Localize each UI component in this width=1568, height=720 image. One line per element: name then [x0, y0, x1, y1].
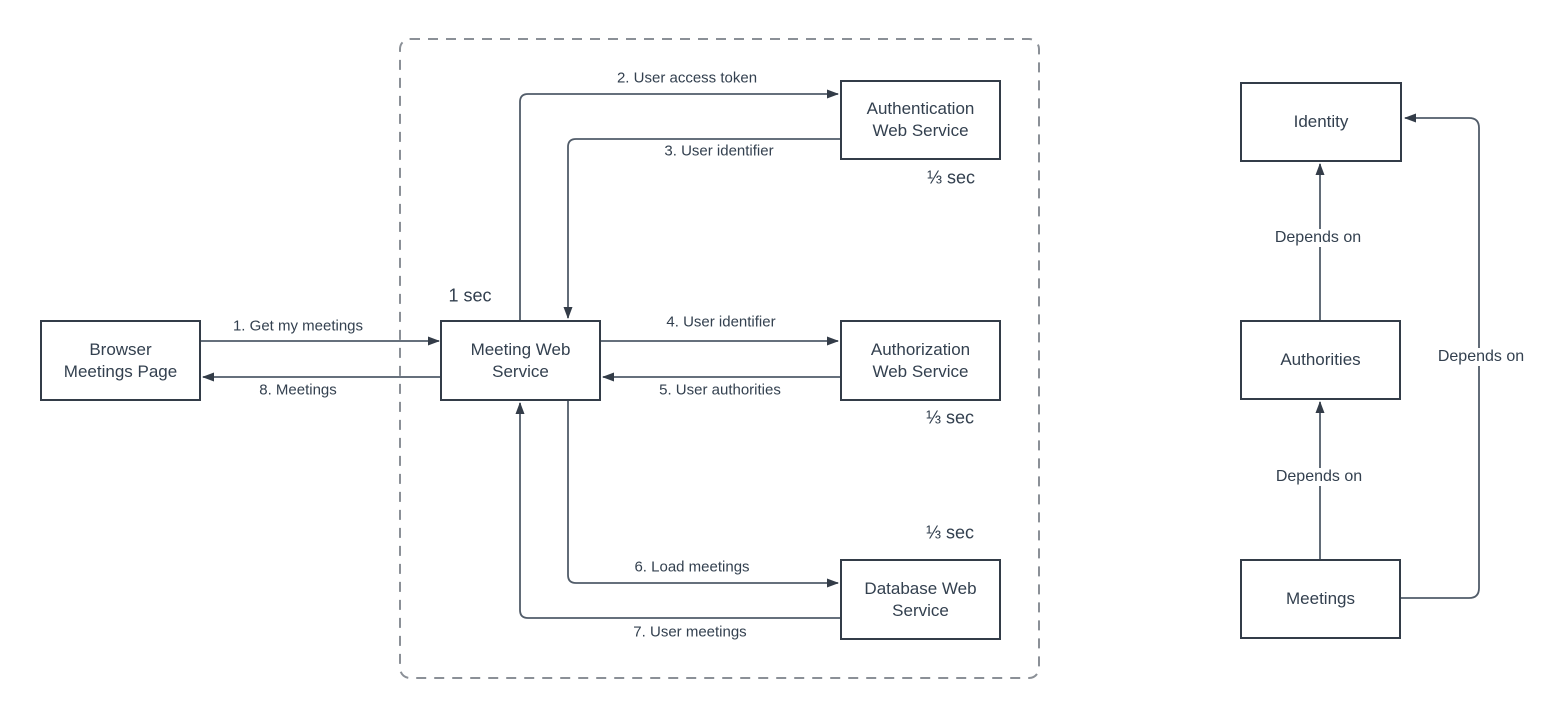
node-meetings: Meetings	[1240, 559, 1401, 639]
label-8-meetings: 8. Meetings	[256, 381, 340, 399]
arrow-7-user-meetings	[515, 402, 840, 619]
label-3-user-identifier: 3. User identifier	[661, 142, 777, 160]
label-depends-on-authorities-identity: Depends on	[1271, 229, 1365, 247]
label-depends-on-meetings-authorities: Depends on	[1272, 468, 1366, 486]
node-browser-meetings-page: Browser Meetings Page	[40, 320, 201, 401]
node-identity: Identity	[1240, 82, 1402, 162]
label-depends-on-meetings-identity: Depends on	[1434, 348, 1528, 366]
label-time-authentication-web-service: ⅓ sec	[923, 167, 979, 189]
label-5-user-authorities: 5. User authorities	[656, 381, 784, 399]
label-1-get-my-meetings: 1. Get my meetings	[229, 317, 367, 335]
label-4-user-identifier: 4. User identifier	[663, 313, 779, 331]
node-authorization-web-service: Authorization Web Service	[840, 320, 1001, 401]
node-authentication-web-service: Authentication Web Service	[840, 80, 1001, 160]
label-time-authorization-web-service: ⅓ sec	[922, 407, 978, 429]
arrow-2-user-access-token	[519, 89, 839, 320]
label-7-user-meetings: 7. User meetings	[630, 623, 750, 641]
timing-boundary-box	[399, 38, 1040, 679]
label-6-load-meetings: 6. Load meetings	[631, 558, 753, 576]
label-time-database-web-service: ⅓ sec	[922, 522, 978, 544]
node-authorities: Authorities	[1240, 320, 1401, 400]
arrow-6-load-meetings	[567, 401, 839, 588]
label-time-meeting-web-service: 1 sec	[445, 285, 495, 307]
node-meeting-web-service: Meeting Web Service	[440, 320, 601, 401]
node-database-web-service: Database Web Service	[840, 559, 1001, 640]
arrow-3-user-identifier	[563, 138, 840, 319]
label-2-user-access-token: 2. User access token	[613, 69, 761, 87]
